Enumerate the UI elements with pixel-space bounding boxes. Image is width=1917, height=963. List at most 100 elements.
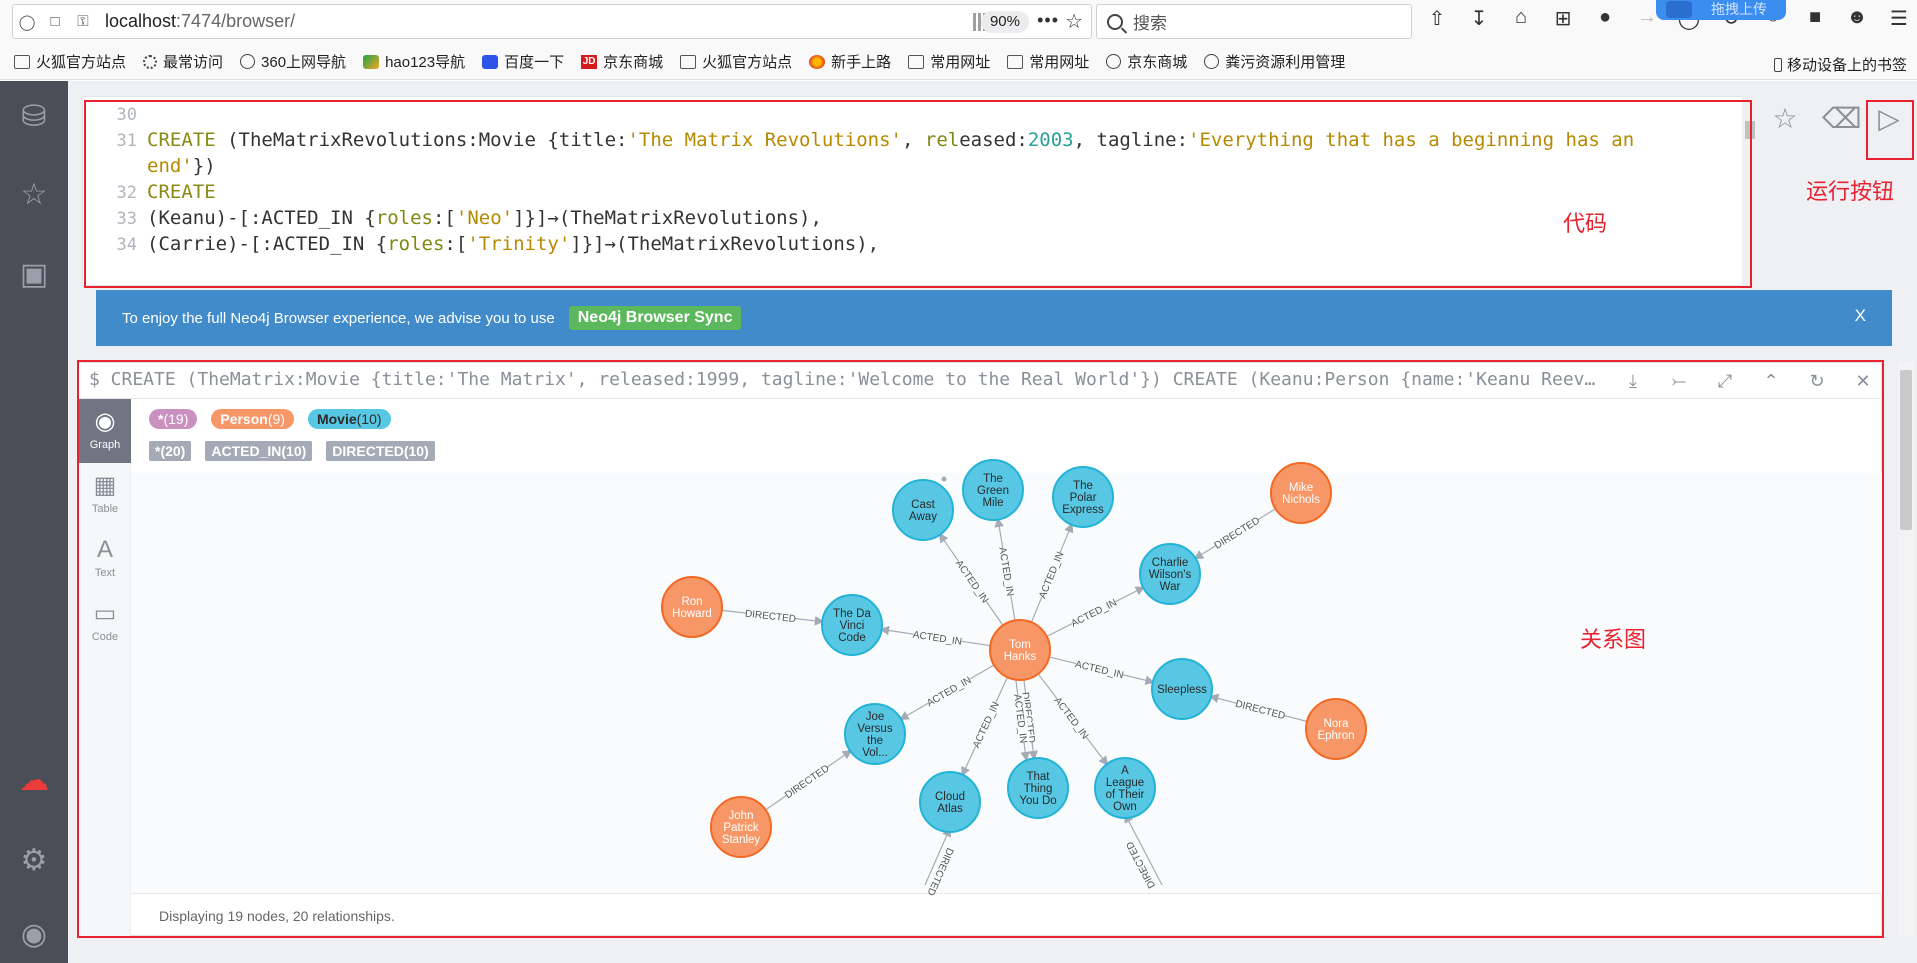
tab-graph[interactable]: ◉Graph — [79, 399, 131, 463]
home-icon[interactable]: ⌂ — [1514, 6, 1528, 28]
bookmark-item[interactable]: 粪污资源利用管理 — [1204, 51, 1345, 72]
hao-icon — [363, 54, 380, 69]
browser-sync-button[interactable]: Neo4j Browser Sync — [568, 306, 742, 330]
forward-icon[interactable]: → — [1637, 6, 1657, 28]
bookmark-item[interactable]: 百度一下 — [482, 51, 564, 72]
chat-icon[interactable]: ● — [1598, 6, 1612, 28]
url-bar[interactable]: ◯ □ ⚿ localhost:7474/browser/ 90% ••• ☆ — [12, 4, 1092, 39]
bookmark-item[interactable]: 京东商城 — [1106, 51, 1187, 72]
code-token: (Carrie)-[:ACTED_IN { — [147, 233, 388, 255]
search-icon — [1107, 13, 1123, 30]
bookmark-item[interactable]: 常用网址 — [1007, 51, 1089, 72]
run-annotation-box — [1866, 100, 1914, 160]
search-input[interactable]: 搜索 — [1096, 4, 1412, 39]
url-text[interactable]: localhost:7474/browser/ — [105, 11, 296, 31]
favorites-star-icon[interactable]: ☆ — [20, 178, 48, 211]
zoom-level[interactable]: 90% — [980, 11, 1029, 33]
crop-icon[interactable]: ⊞ — [1554, 8, 1572, 30]
graph-annotation-label: 关系图 — [1580, 628, 1647, 653]
code-token: eased: — [959, 129, 1028, 151]
neo4j-sidebar: ⛁ ☆ ▣ ☁ ⚙ ◉ — [0, 81, 68, 963]
sync-banner: To enjoy the full Neo4j Browser experien… — [96, 290, 1892, 346]
library-icon[interactable]: ⇧ — [1428, 8, 1446, 30]
folder-icon — [14, 54, 30, 69]
bookmark-label: 最常访问 — [163, 54, 224, 71]
code-line[interactable]: 30 — [83, 101, 147, 127]
documents-icon[interactable]: ▣ — [19, 258, 49, 291]
run-annotation-label: 运行按钮 — [1806, 180, 1895, 205]
tab-label: Table — [91, 503, 119, 515]
bookmark-item[interactable]: 火狐官方站点 — [680, 51, 792, 72]
bookmark-label: 京东商城 — [603, 54, 664, 71]
code-line[interactable]: 34(Carrie)-[:ACTED_IN {roles:['Trinity']… — [83, 231, 880, 257]
menu-icon[interactable]: ☰ — [1890, 8, 1908, 30]
line-number: 31 — [116, 131, 137, 151]
bookmark-star-icon[interactable]: ☆ — [1065, 11, 1083, 33]
code-token: ]}]→(TheMatrixRevolutions), — [570, 233, 880, 255]
bookmark-label: 百度一下 — [504, 54, 565, 71]
download-icon[interactable]: ↧ — [1470, 8, 1488, 30]
favorite-star-icon[interactable]: ☆ — [1772, 103, 1798, 134]
cloud-disconnected-icon[interactable]: ☁ — [19, 764, 49, 797]
tab-code[interactable]: ▭ Code — [79, 591, 131, 655]
run-button[interactable]: ▷ — [1878, 103, 1900, 134]
globe-icon — [240, 54, 256, 69]
code-token: end' — [147, 155, 193, 177]
graph-legend: *(19) Person(9) Movie(10) *(20) ACTED_IN(10… — [149, 409, 449, 461]
clear-eraser-icon[interactable]: ⌫ — [1822, 103, 1862, 134]
folder-icon — [1007, 54, 1024, 69]
legend-node-all-nodes[interactable]: *(19) — [149, 409, 198, 429]
code-token: :[ — [444, 233, 468, 255]
graph-icon: ◉ — [94, 408, 116, 435]
collapse-icon[interactable]: ⌃ — [1763, 371, 1779, 391]
rerun-icon[interactable]: ↻ — [1809, 371, 1825, 391]
fullscreen-icon[interactable]: ⤢ — [1717, 371, 1733, 391]
page-scrollbar[interactable] — [1898, 362, 1914, 936]
legend-rel[interactable]: DIRECTED(10) — [326, 441, 435, 461]
tab-label: Text — [94, 567, 116, 579]
code-annotation-box — [84, 100, 1752, 288]
bookmark-item[interactable]: hao123导航 — [363, 51, 465, 72]
settings-gear-icon[interactable]: ⚙ — [20, 844, 48, 877]
bookmark-item[interactable]: JD 京东商城 — [581, 51, 663, 72]
bookmark-item[interactable]: 360上网导航 — [240, 51, 346, 72]
database-icon[interactable]: ⛁ — [21, 100, 47, 133]
shield-icon[interactable]: ◯ — [18, 13, 36, 31]
legend-node-person[interactable]: Person(9) — [211, 409, 294, 429]
bookmark-item[interactable]: 常用网址 — [908, 51, 990, 72]
mobile-bookmarks[interactable]: 移动设备上的书签 — [1773, 54, 1907, 75]
tab-label: Code — [91, 631, 119, 643]
code-token: , — [902, 129, 925, 151]
graph-annotation-box — [77, 360, 1884, 938]
code-token: (TheMatrixRevolutions:Movie {title: — [227, 129, 628, 151]
bookmark-item[interactable]: 新手上路 — [809, 51, 891, 72]
upload-badge[interactable]: 拖拽上传 — [1656, 0, 1786, 20]
jd-icon: JD — [581, 54, 598, 69]
search-placeholder: 搜索 — [1133, 14, 1167, 33]
download-icon[interactable]: ⤓ — [1629, 371, 1637, 391]
banner-close-button[interactable]: X — [1854, 306, 1866, 325]
more-icon[interactable]: ••• — [1037, 10, 1059, 30]
legend-rel[interactable]: ACTED_IN(10) — [205, 441, 313, 461]
legend-node-movie[interactable]: Movie(10) — [307, 409, 391, 429]
key-icon[interactable]: ⚿ — [77, 13, 89, 30]
globe-icon — [1106, 54, 1122, 69]
bookmark-item[interactable]: 最常访问 — [143, 51, 223, 72]
pin-icon[interactable]: ⤚ — [1671, 371, 1687, 391]
tab-table[interactable]: ▦Table — [79, 463, 131, 527]
selenium-icon[interactable]: ■ — [1808, 6, 1822, 28]
close-icon[interactable]: ✕ — [1855, 371, 1871, 391]
about-icon[interactable]: ◉ — [20, 918, 48, 951]
bookmark-item[interactable]: 火狐官方站点 — [14, 51, 126, 72]
code-icon: ▭ — [93, 600, 117, 627]
account-icon[interactable]: ☻ — [1846, 6, 1868, 28]
line-number: 32 — [116, 183, 137, 203]
bookmark-label: 360上网导航 — [261, 54, 347, 71]
code-line[interactable]: 33(Keanu)-[:ACTED_IN {roles:['Neo']}]→(T… — [83, 205, 822, 231]
legend-rel[interactable]: *(20) — [149, 441, 192, 461]
code-line[interactable]: end'}) — [83, 153, 216, 179]
